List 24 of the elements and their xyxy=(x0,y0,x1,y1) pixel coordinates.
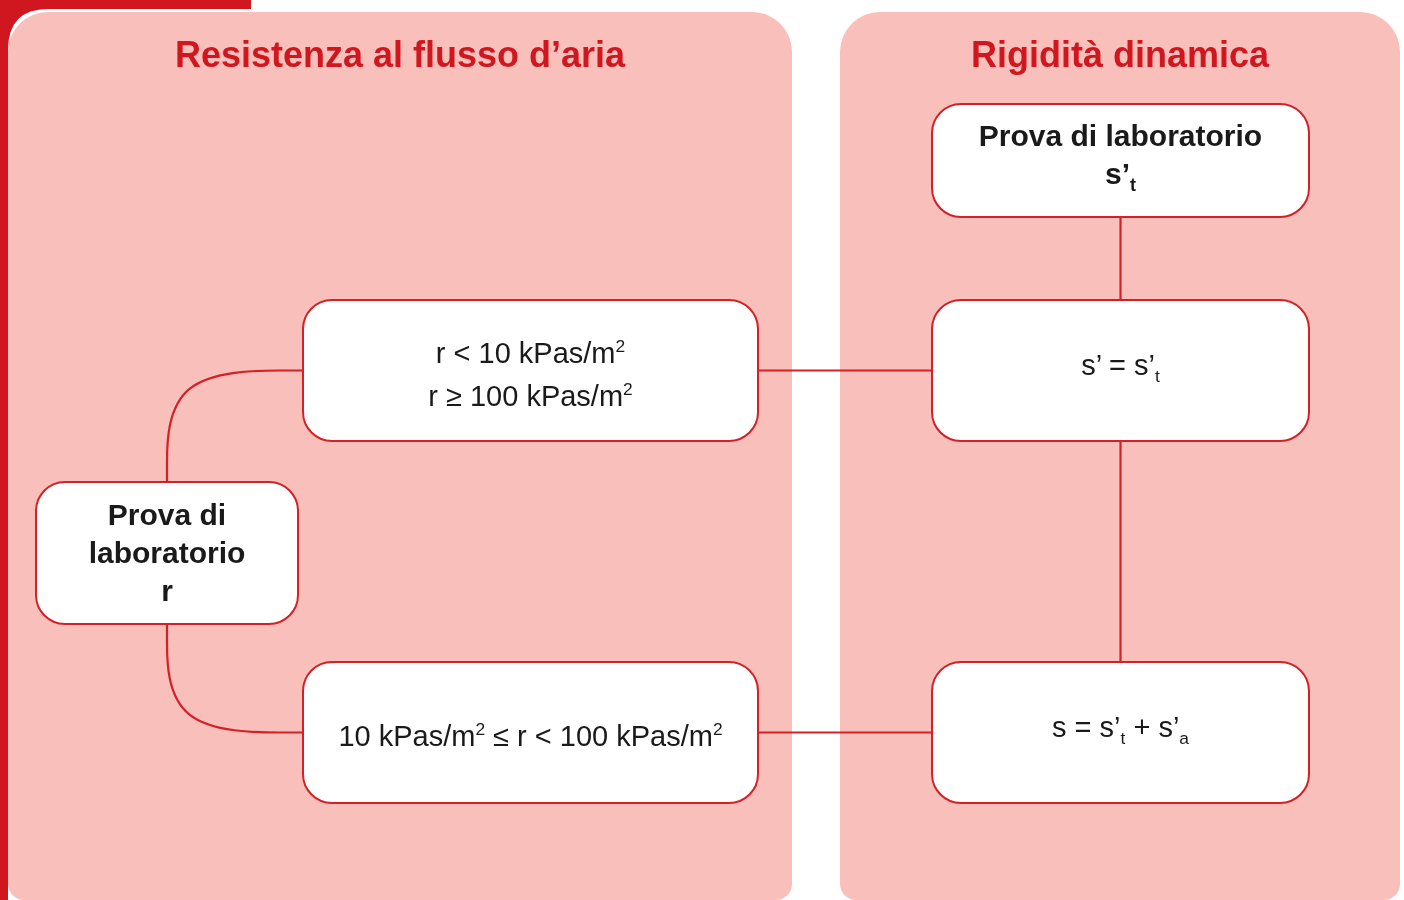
symbol-label: s’$_{t}$ xyxy=(1105,156,1136,197)
condition-box xyxy=(302,299,759,442)
condition-box xyxy=(931,299,1310,442)
condition-box xyxy=(302,661,759,804)
condition-box xyxy=(931,661,1310,804)
test-box xyxy=(35,481,299,625)
connector-line xyxy=(759,731,931,734)
connector-line xyxy=(1119,218,1122,299)
test-box xyxy=(931,103,1310,218)
connector-line xyxy=(165,369,302,481)
section-panel xyxy=(840,12,1400,900)
symbol-label: r xyxy=(161,573,173,609)
formula-text: 10 kPas/m$^{2}$ ≤ r < 100 kPas/m$^{2}$ xyxy=(338,718,723,754)
section-title: Resistenza al flusso d’aria xyxy=(173,34,627,76)
formula-text: s’ = s’$_{t}$ xyxy=(1081,348,1160,388)
connector-line xyxy=(1119,442,1122,661)
section-title: Rigidità dinamica xyxy=(969,34,1271,76)
formula-text: r ≥ 100 kPas/m$^{2}$ xyxy=(428,377,633,414)
formula-text: s = s’$_{t}$ + s’$_{a}$ xyxy=(1052,710,1189,750)
section-panel xyxy=(8,12,792,900)
connector-line xyxy=(165,625,302,734)
formula-text: r < 10 kPas/m$^{2}$ xyxy=(435,334,626,371)
connector-line xyxy=(759,369,931,372)
box-title: Prova di laboratorio xyxy=(978,118,1263,154)
